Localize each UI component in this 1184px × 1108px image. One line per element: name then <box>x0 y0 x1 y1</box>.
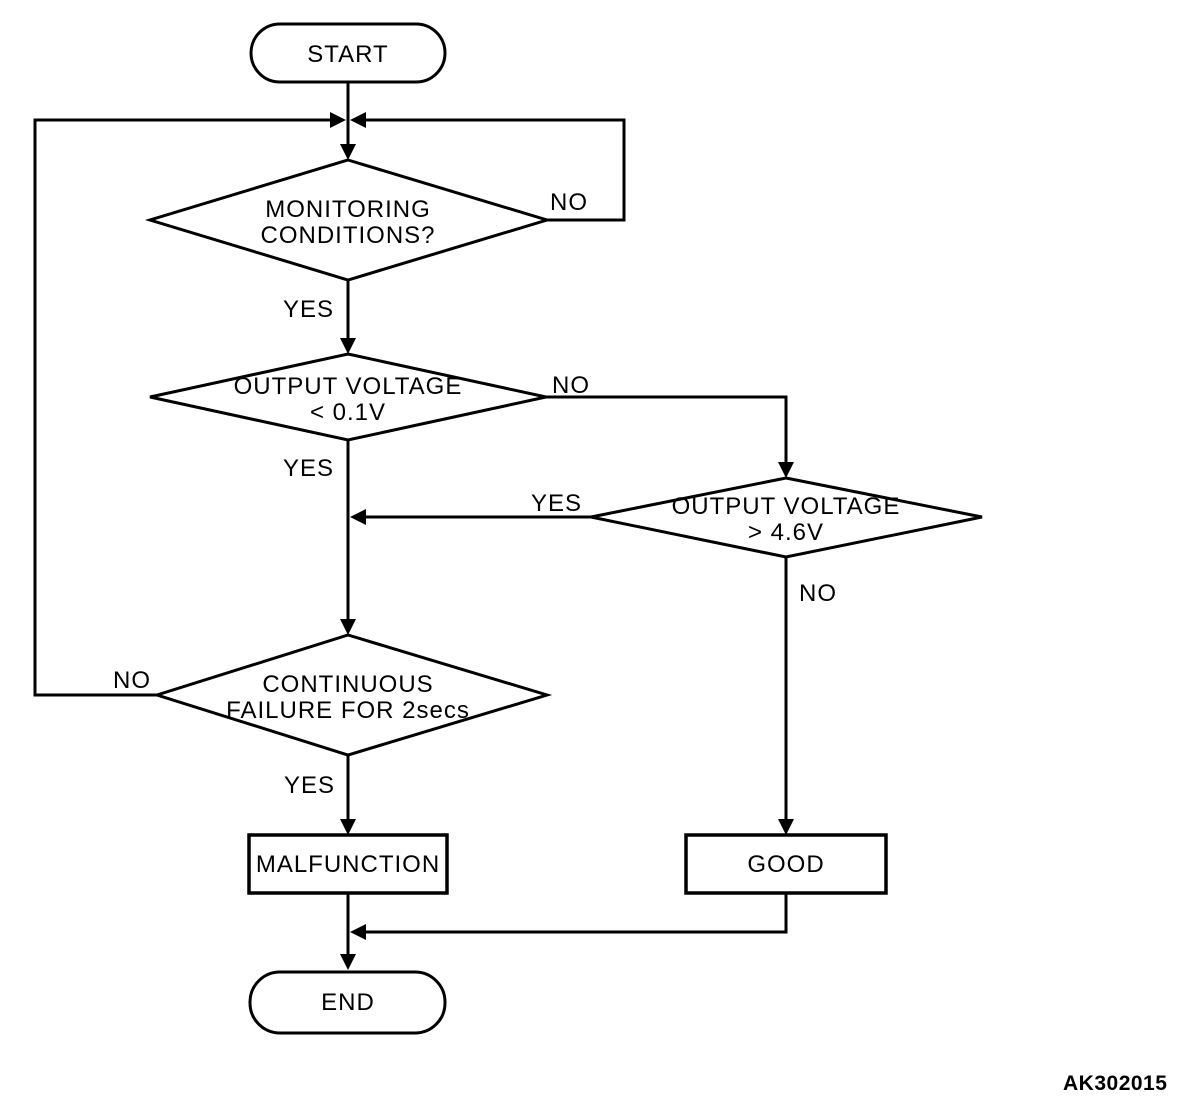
arrowhead-down-icon <box>340 144 356 160</box>
figure-code-label: AK302015 <box>1063 1072 1167 1095</box>
monitoring-label-line2: CONDITIONS? <box>260 222 435 249</box>
arrowhead-left-icon <box>350 924 366 940</box>
good-label: GOOD <box>747 851 824 878</box>
arrowhead-left-icon <box>350 509 366 525</box>
monitoring-label-line1: MONITORING <box>265 196 431 223</box>
arrowhead-down-icon <box>340 338 356 354</box>
end-node: END <box>248 970 447 1035</box>
arrowhead-down-icon <box>778 462 794 478</box>
voltage-high-label-line2: > 4.6V <box>748 519 824 546</box>
failure-label-line2: FAILURE FOR 2secs <box>226 697 470 724</box>
edge-good-to-merge <box>356 893 788 934</box>
decision-output-voltage-low: OUTPUT VOLTAGE < 0.1V <box>149 352 547 442</box>
voltage-low-yes-label: YES <box>283 455 334 482</box>
arrowhead-left-icon <box>350 112 366 128</box>
failure-diamond-shape <box>151 633 553 757</box>
edge-failure-no-loop <box>33 118 339 697</box>
arrowhead-down-icon <box>340 954 356 970</box>
good-node: GOOD <box>684 833 888 895</box>
voltage-high-diamond-shape <box>590 476 983 559</box>
malfunction-label: MALFUNCTION <box>256 851 440 878</box>
arrowhead-down-icon <box>778 819 794 835</box>
malfunction-box-shape <box>247 833 449 895</box>
edge-voltage-low-no <box>546 395 788 474</box>
start-terminator-shape <box>249 22 447 84</box>
voltage-high-label-line1: OUTPUT VOLTAGE <box>672 493 901 520</box>
decision-monitoring-conditions: MONITORING CONDITIONS? <box>144 158 553 282</box>
failure-no-label: NO <box>113 667 151 694</box>
failure-label-line1: CONTINUOUS <box>262 671 433 698</box>
monitoring-yes-label: YES <box>283 296 334 323</box>
start-node: START <box>249 22 447 84</box>
failure-yes-label: YES <box>284 772 335 799</box>
end-terminator-shape <box>248 970 447 1035</box>
monitoring-no-label: NO <box>550 189 588 216</box>
decision-output-voltage-high: OUTPUT VOLTAGE > 4.6V <box>590 476 983 559</box>
arrowhead-right-icon <box>330 112 346 128</box>
edge-monitoring-no-loop <box>357 118 626 222</box>
flow-edges <box>33 82 794 970</box>
voltage-high-yes-label: YES <box>531 490 582 517</box>
decision-continuous-failure: CONTINUOUS FAILURE FOR 2secs <box>151 633 553 757</box>
malfunction-node: MALFUNCTION <box>247 833 449 895</box>
voltage-high-no-label: NO <box>799 580 837 607</box>
end-label: END <box>321 989 375 1016</box>
voltage-low-label-line2: < 0.1V <box>310 399 386 426</box>
voltage-low-no-label: NO <box>552 372 590 399</box>
arrowhead-down-icon <box>340 819 356 835</box>
voltage-low-diamond-shape <box>149 352 547 442</box>
voltage-low-label-line1: OUTPUT VOLTAGE <box>234 373 463 400</box>
start-label: START <box>307 41 388 68</box>
edge-labels: YES NO YES NO YES NO YES NO <box>113 189 837 799</box>
good-box-shape <box>684 833 888 895</box>
flow-nodes: START MONITORING CONDITIONS? OUTPUT VOLT… <box>144 22 983 1035</box>
arrowhead-down-icon <box>340 619 356 635</box>
monitoring-diamond-shape <box>144 158 553 282</box>
